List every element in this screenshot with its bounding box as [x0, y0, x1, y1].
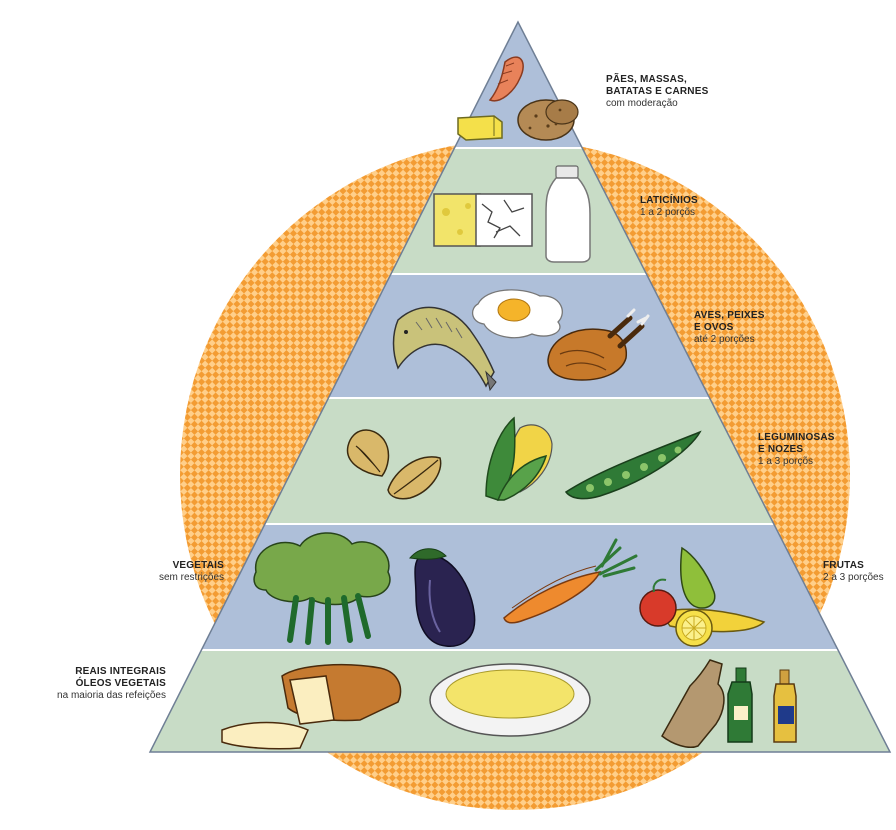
label-title: E OVOS [694, 322, 804, 334]
label-subtitle: 1 a 2 porçõs [640, 207, 750, 219]
label-title: E NOZES [758, 444, 878, 456]
label-title: LEGUMINOSAS [758, 432, 878, 444]
label-title: PÃES, MASSAS, [606, 74, 746, 86]
band-top [0, 20, 896, 148]
label-vegetables: VEGETAIS sem restrições [112, 560, 224, 584]
label-breads-meats: PÃES, MASSAS, BATATAS E CARNES com moder… [606, 74, 746, 110]
label-subtitle: 1 a 3 porçõs [758, 456, 878, 468]
label-poultry-fish-eggs: AVES, PEIXES E OVOS até 2 porções [694, 310, 804, 346]
label-title: ÓLEOS VEGETAIS [4, 678, 166, 690]
label-legumes-nuts: LEGUMINOSAS E NOZES 1 a 3 porçõs [758, 432, 878, 468]
cheese-icon [434, 194, 532, 246]
label-title: AVES, PEIXES [694, 310, 804, 322]
polenta-bowl-icon [430, 664, 590, 736]
label-whole-grains-oils: REAIS INTEGRAIS ÓLEOS VEGETAIS na maiori… [4, 666, 166, 702]
label-title: REAIS INTEGRAIS [4, 666, 166, 678]
label-title: BATATAS E CARNES [606, 86, 746, 98]
label-dairy: LATICÍNIOS 1 a 2 porçõs [640, 195, 750, 219]
label-title: VEGETAIS [112, 560, 224, 572]
label-subtitle: com moderação [606, 98, 746, 110]
label-subtitle: sem restrições [112, 572, 224, 584]
label-subtitle: na maioria das refeições [4, 690, 166, 702]
label-fruits: FRUTAS 2 a 3 porções [823, 560, 895, 584]
label-subtitle: até 2 porções [694, 334, 804, 346]
butter-icon [458, 116, 502, 140]
label-title: FRUTAS [823, 560, 895, 572]
label-title: LATICÍNIOS [640, 195, 750, 207]
label-subtitle: 2 a 3 porções [823, 572, 895, 584]
